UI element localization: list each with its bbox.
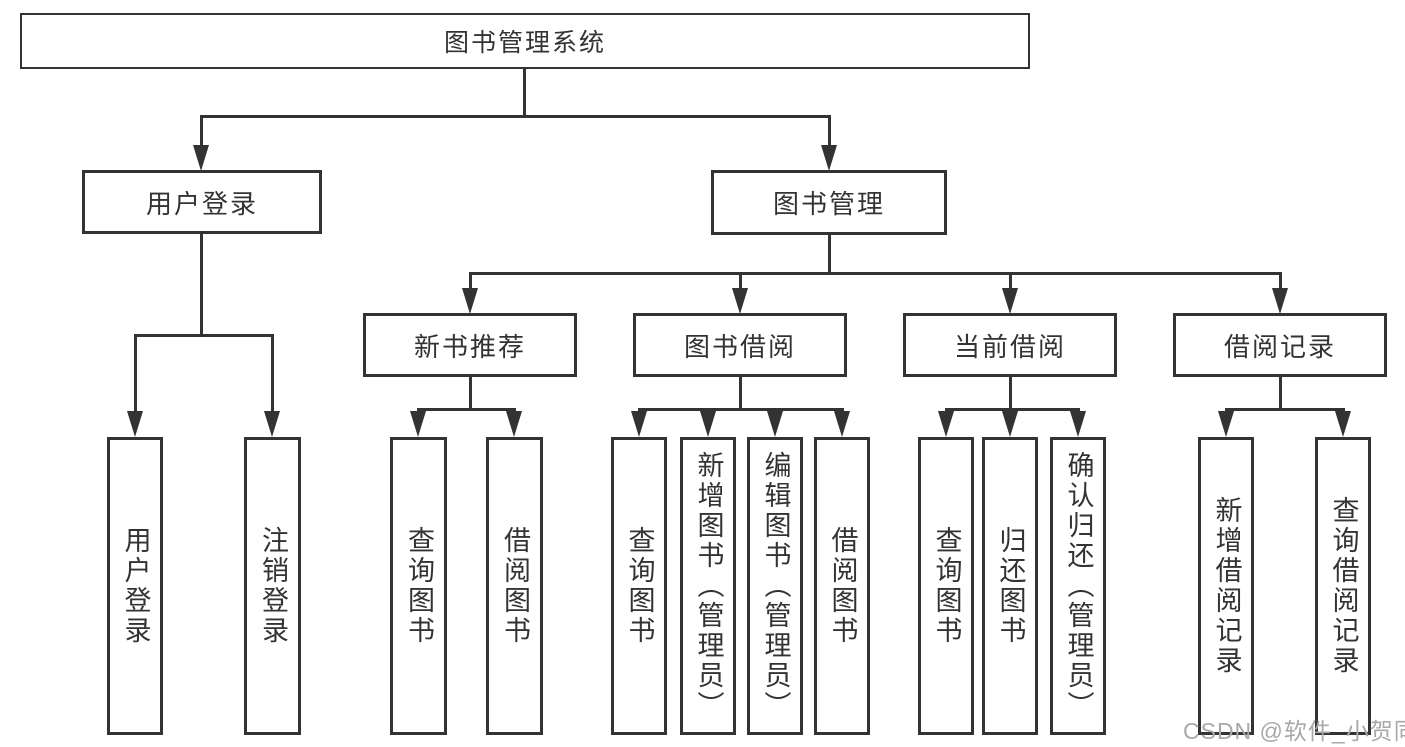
node-root-library-system: 图书管理系统	[20, 13, 1030, 69]
node-borrow-records: 借阅记录	[1173, 313, 1387, 377]
connector-bookmgmt-stem	[828, 235, 831, 275]
leaf-edit-books-admin: 编辑图书（管理员）	[747, 437, 803, 735]
leaf-logout: 注销登录	[244, 437, 301, 735]
connector-userlogin-rail	[134, 334, 274, 337]
arrow-down-icon	[462, 288, 478, 314]
arrow-down-icon	[264, 411, 280, 437]
leaf-user-login: 用户登录	[107, 437, 163, 735]
connector-records-stem	[1279, 377, 1282, 410]
connector-newbooks-stem	[469, 377, 472, 410]
csdn-watermark: CSDN @软件_小贺同学	[1183, 718, 1405, 744]
arrow-down-icon	[506, 411, 522, 437]
connector-currentborrow-rail	[945, 408, 1079, 411]
node-current-borrow: 当前借阅	[903, 313, 1117, 377]
leaf-query-borrow-record: 查询借阅记录	[1315, 437, 1371, 735]
node-book-borrow: 图书借阅	[633, 313, 847, 377]
arrow-down-icon	[1002, 411, 1018, 437]
arrow-down-icon	[1272, 288, 1288, 314]
arrow-down-icon	[700, 411, 716, 437]
connector-drop-currentborrow	[1009, 272, 1012, 290]
connector-root-stem	[523, 69, 526, 118]
leaf-add-books-admin: 新增图书（管理员）	[680, 437, 736, 735]
connector-bookborrow-stem	[739, 377, 742, 410]
node-new-book-recommend: 新书推荐	[363, 313, 577, 377]
connector-drop-records	[1279, 272, 1282, 290]
connector-drop-user-login	[200, 115, 203, 148]
arrow-down-icon	[1070, 411, 1086, 437]
arrow-down-icon	[834, 411, 850, 437]
connector-drop-leaf	[271, 334, 274, 414]
arrow-down-icon	[732, 288, 748, 314]
arrow-down-icon	[631, 411, 647, 437]
arrow-down-icon	[821, 145, 837, 171]
arrow-down-icon	[193, 145, 209, 171]
connector-drop-leaf	[134, 334, 137, 414]
arrow-down-icon	[767, 411, 783, 437]
leaf-borrow-books: 借阅图书	[814, 437, 870, 735]
connector-bookmgmt-rail	[469, 272, 1281, 275]
connector-newbooks-rail	[417, 408, 515, 411]
node-user-login: 用户登录	[82, 170, 322, 234]
connector-records-rail	[1225, 408, 1344, 411]
leaf-add-borrow-record: 新增借阅记录	[1198, 437, 1254, 735]
connector-drop-newbooks	[469, 272, 472, 290]
leaf-return-books: 归还图书	[982, 437, 1038, 735]
connector-drop-bookborrow	[739, 272, 742, 290]
arrow-down-icon	[1002, 288, 1018, 314]
connector-userlogin-stem	[200, 234, 203, 337]
leaf-confirm-return-admin: 确认归还（管理员）	[1050, 437, 1106, 735]
arrow-down-icon	[938, 411, 954, 437]
arrow-down-icon	[1218, 411, 1234, 437]
arrow-down-icon	[1335, 411, 1351, 437]
leaf-borrow-books-recommend: 借阅图书	[486, 437, 543, 735]
connector-root-rail	[200, 115, 831, 118]
arrow-down-icon	[127, 411, 143, 437]
connector-drop-book-mgmt	[828, 115, 831, 148]
node-book-management: 图书管理	[711, 170, 947, 235]
connector-currentborrow-stem	[1009, 377, 1012, 410]
connector-bookborrow-rail	[638, 408, 843, 411]
leaf-query-books-current: 查询图书	[918, 437, 974, 735]
leaf-query-books-recommend: 查询图书	[390, 437, 447, 735]
arrow-down-icon	[410, 411, 426, 437]
leaf-query-books-borrow: 查询图书	[611, 437, 667, 735]
